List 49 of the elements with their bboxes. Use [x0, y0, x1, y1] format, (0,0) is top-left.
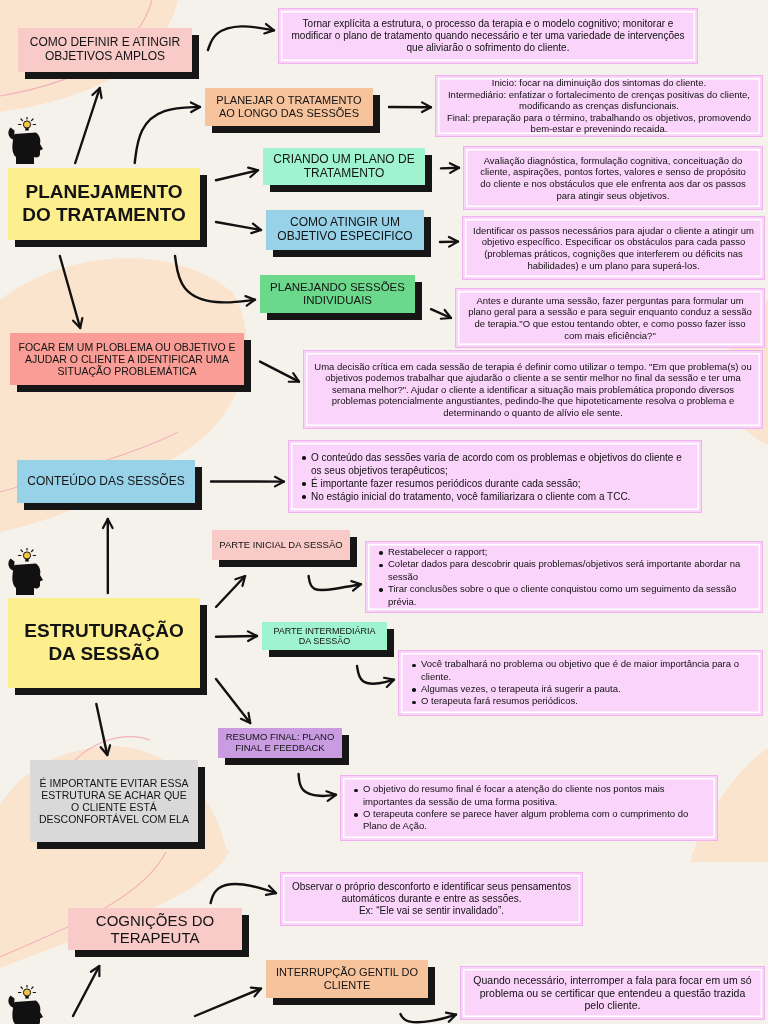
- topic-label: INTERRUPÇÃO GENTIL DO CLIENTE: [275, 966, 419, 992]
- note-text: Inicio: focar na diminuição dos sintomas do cliente.: [491, 77, 707, 89]
- note-box: [460, 966, 765, 1020]
- bullet-item: Coletar dados para descobrir quais problemas/objetivos será importante abordar na sessão: [376, 558, 752, 584]
- topic-label: COMO DEFINIR E ATINGIR OBJETIVOS AMPLOS: [28, 36, 182, 64]
- note-text: Uma decisão crítica em cada sessão de terapia é definir como utilizar o tempo. "Em que problema(s) ou objetivos podemos trabalhar que ajudarão o cliente a se sentir melhor no final da sessão e ter uma semana melhor?". Ajudar o cliente a identificar a situação mais problemática propondo diversos problemas potencialmente angustiantes, pedindo-lhe que hipoteticamente resolva o problema e determinando o quanto de alívio ele sente.: [314, 360, 752, 419]
- topic-label: É IMPORTANTE EVITAR ESSA ESTRUTURA SE ACHAR QUE O CLIENTE ESTÁ DESCONFORTÁVEL COM ELA: [38, 776, 190, 826]
- note-text: Quando necessário, interromper a fala para focar em um só problema ou se certificar que entendeu a questão trazida pelo cliente.: [472, 973, 753, 1013]
- note-text: Final: preparação para o término, trabalhando os objetivos, promovendo bem-estar e prevenindo recaida.: [446, 111, 752, 135]
- topic-label: COGNIÇÕES DO TERAPEUTA: [94, 911, 216, 947]
- note-box: [435, 75, 763, 137]
- note-box: [278, 8, 698, 64]
- topic-label: PARTE INICIAL DA SESSÃO: [219, 539, 343, 551]
- note-box: [280, 872, 583, 926]
- bullet-item: Algumas vezes, o terapeuta irá sugerir a pauta.: [409, 683, 752, 696]
- note-text: Observar o próprio desconforto e identificar seus pensamentos automáticos durante e entre as sessões.: [291, 880, 572, 906]
- bullet-item: Tirar conclusões sobre o que o cliente conquistou como um seguimento da sessão prévia.: [376, 583, 752, 608]
- note-box: [303, 350, 763, 429]
- topic-label: CRIANDO UM PLANO DE TRATAMENTO: [272, 152, 416, 181]
- topic-label: PARTE INTERMEDIÁRIA DA SESSÃO: [272, 625, 377, 647]
- topic-label: PLANEJANDO SESSÕES INDIVIDUAIS: [269, 280, 406, 308]
- note-text: Identificar os passos necessários para ajudar o cliente a atingir um objetivo específico. Especificar os obstáculos para cada passo (problemas práticos, cognições que interferem ou déficits nas habilidades) e um plano para superá-los.: [473, 224, 754, 272]
- note-box: [455, 288, 765, 348]
- bullet-item: O terapeuta fará resumos periódicos.: [409, 695, 752, 708]
- bullet-item: O terapeuta confere se parece haver algum problema com o cumprimento do Plano de Ação.: [351, 808, 707, 833]
- bullet-item: O conteúdo das sessões varia de acordo com os problemas e objetivos do cliente e os seus objetivos terapêuticos;: [299, 450, 691, 477]
- main-topic-title: ESTRUTURAÇÃO DA SESSÃO: [23, 620, 185, 666]
- note-box: [463, 146, 763, 210]
- note-text: Antes e durante uma sessão, fazer perguntas para formular um plano geral para a sessão e para seguir enquanto conduz a sessão de terapia."O que estou tentando obter, e como posso fazer isso com mais eficiência?": [467, 294, 753, 342]
- note-box: [340, 775, 718, 841]
- main-topic-title: PLANEJAMENTO DO TRATAMENTO: [21, 181, 187, 227]
- bullet-item: Você trabalhará no problema ou objetivo que é de maior importância para o cliente.: [409, 658, 752, 683]
- note-text: Intermediário: enfatizar o fortalecimento de crenças positivas do cliente, modificando as crenças disfuncionais.: [446, 88, 751, 112]
- note-box: [398, 650, 763, 716]
- bullet-item: O objetivo do resumo final é focar a atenção do cliente nos pontos mais importantes da sessão de uma forma positiva.: [351, 783, 707, 808]
- note-text: Ex: “Ele vai se sentir invalidado”.: [358, 905, 505, 918]
- note-box: [288, 440, 702, 513]
- topic-label: CONTEÚDO DAS SESSÕES: [27, 474, 185, 489]
- topic-label: FOCAR EM UM PLOBLEMA OU OBJETIVO E AJUDAR O CLIENTE A IDENTIFICAR UMA SITUAÇÃO PROBLEMÁTICA: [17, 340, 237, 378]
- bullet-item: Restabelecer o rapport;: [376, 546, 752, 559]
- bullet-item: No estágio inicial do tratamento, você familiarizara o cliente com a TCC.: [299, 489, 691, 503]
- topic-label: COMO ATINGIR UM OBJETIVO ESPECIFICO: [276, 216, 414, 244]
- note-text: Avaliação diagnóstica, formulação cognitiva, conceituação do cliente, aspirações, pontos fortes, valores e senso de propósito do cliente e nos obstáculos que ele enfrenta aos dar os passos para atingir seus objetivos.: [479, 154, 747, 202]
- note-box: [462, 216, 765, 280]
- note-text: Tornar explícita a estrutura, o processo da terapia e o modelo cognitivo; monitorar e modificar o plano de tratamento quando necessário e ter uma variedade de intervenções que aliviarão o sofrimento do cliente.: [290, 17, 686, 55]
- bullet-item: É importante fazer resumos periódicos durante cada sessão;: [299, 476, 691, 490]
- note-box: [365, 541, 763, 613]
- topic-label: PLANEJAR O TRATAMENTO AO LONGO DAS SESSÕES: [215, 94, 363, 120]
- topic-label: RESUMO FINAL: PLANO FINAL E FEEDBACK: [224, 732, 336, 754]
